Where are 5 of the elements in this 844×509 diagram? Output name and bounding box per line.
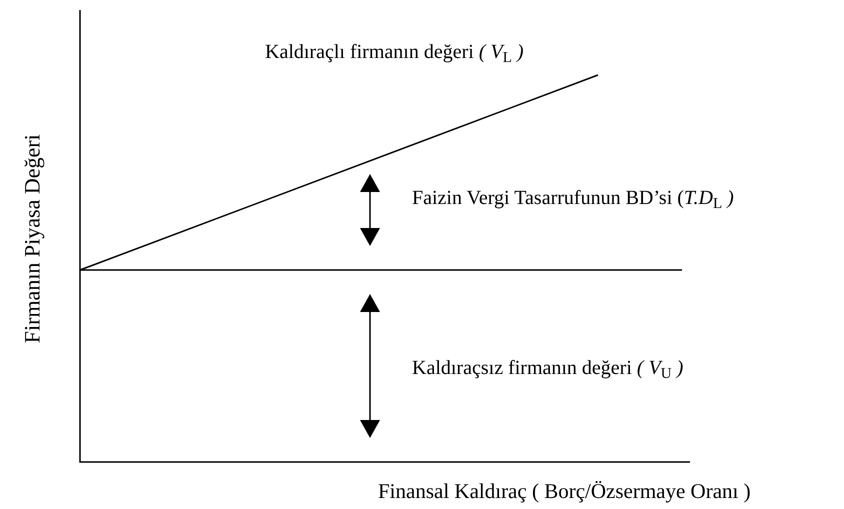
axis-label: Finansal Kaldıraç ( Borç/Özsermaye Oranı ) (378, 478, 751, 504)
line-label: Kaldıraçlı firmanın değeri ( V$_{L}$ ) (265, 40, 524, 65)
axis-label: Firmanın Piyasa Değeri (18, 133, 46, 346)
annotation-label: Faizin Vergi Tasarrufunun BD’si (T.D$_{L}$ ) (412, 186, 734, 211)
annotation-label: Kaldıraçsız firmanın değeri ( V$_{U}$ ) (412, 356, 684, 381)
